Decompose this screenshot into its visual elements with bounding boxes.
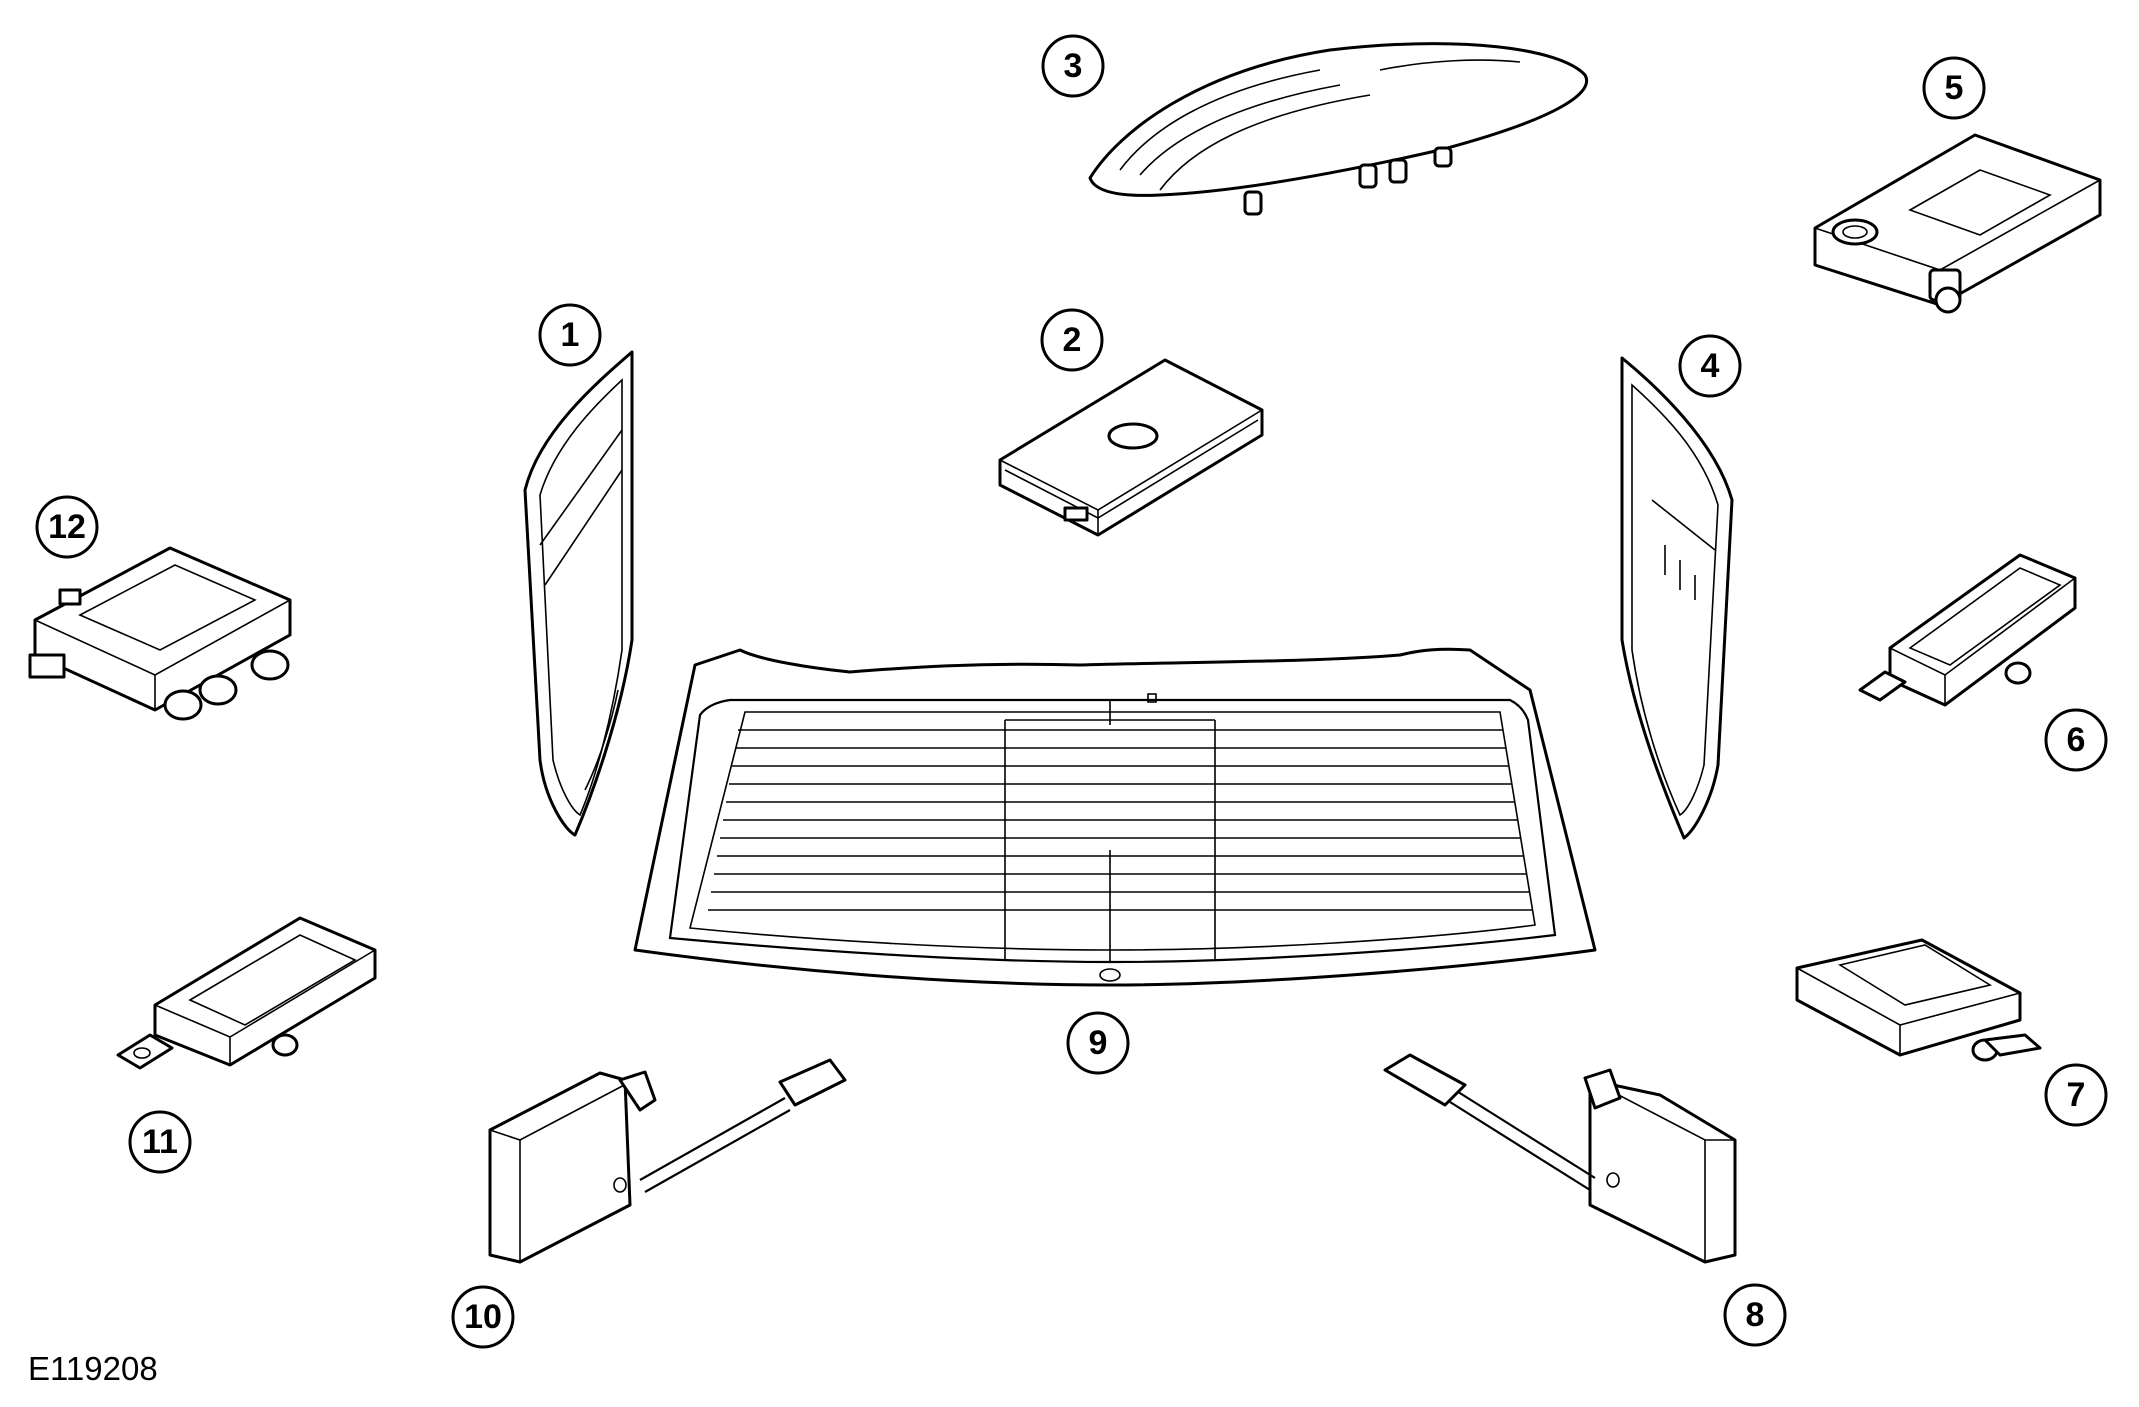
- callout-3-label: 3: [1064, 47, 1083, 85]
- callout-6-label: 6: [2067, 721, 2086, 759]
- callout-11-label: 11: [142, 1123, 178, 1161]
- part-1-left-quarter-glass: [523, 350, 634, 837]
- part-11-amplifier: [116, 916, 377, 1070]
- callout-1-label: 1: [561, 316, 580, 354]
- callout-5-label: 5: [1945, 69, 1964, 107]
- part-12-module: [28, 546, 292, 721]
- callout-8-label: 8: [1746, 1296, 1765, 1334]
- callout-4-label: 4: [1701, 347, 1720, 385]
- callout-12-label: 12: [48, 508, 86, 546]
- part-4-right-quarter-glass: [1620, 356, 1734, 840]
- figure-reference-code: E119208: [28, 1350, 158, 1387]
- part-3-roof-antenna: [1088, 42, 1588, 216]
- callout-8: 8: [1723, 1283, 1787, 1347]
- callout-3: 3: [1041, 34, 1105, 98]
- part-9-rear-screen: [633, 647, 1597, 987]
- part-8-connector-box: [1383, 1053, 1737, 1264]
- callout-2-label: 2: [1063, 321, 1082, 359]
- callout-4: 4: [1678, 334, 1742, 398]
- callout-9: 9: [1066, 1011, 1130, 1075]
- part-6-amplifier: [1858, 553, 2077, 707]
- callout-12: 12: [35, 495, 99, 559]
- callout-11: 11: [128, 1110, 192, 1174]
- part-7-amplifier: [1795, 938, 2042, 1062]
- callout-1: 1: [538, 303, 602, 367]
- callout-2: 2: [1040, 308, 1104, 372]
- part-5-amplifier: [1813, 133, 2102, 314]
- callout-10: 10: [451, 1285, 515, 1349]
- callout-9-label: 9: [1089, 1024, 1108, 1062]
- callout-7-label: 7: [2067, 1076, 2086, 1114]
- callout-5: 5: [1922, 56, 1986, 120]
- part-2-module: [998, 358, 1264, 537]
- callout-7: 7: [2044, 1063, 2108, 1127]
- callout-10-label: 10: [464, 1298, 502, 1336]
- part-10-connector-box: [488, 1058, 847, 1264]
- callout-6: 6: [2044, 708, 2108, 772]
